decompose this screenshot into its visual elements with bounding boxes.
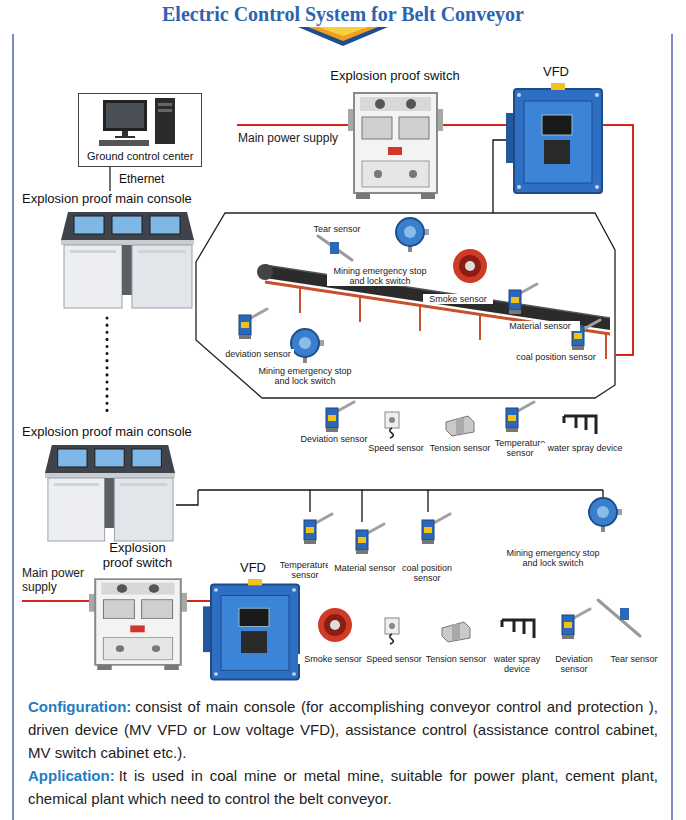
node-label: Ground control center bbox=[87, 150, 193, 163]
component-label: water spray device bbox=[491, 654, 543, 674]
component-label: Tear sensor bbox=[307, 224, 367, 234]
ground-control-box: Ground control center bbox=[78, 93, 202, 167]
device-label: VFD bbox=[500, 64, 612, 79]
section-text: It is used in coal mine or metal mine, s… bbox=[28, 767, 658, 807]
signal-wires bbox=[176, 140, 603, 522]
page-frame bbox=[13, 34, 672, 820]
connector bbox=[470, 124, 500, 126]
power-wires bbox=[22, 125, 633, 601]
device-image bbox=[89, 574, 187, 670]
component-label: Tension sensor bbox=[425, 443, 495, 453]
device-label: Explosion proof main console bbox=[22, 424, 222, 439]
component-label: Speed sensor bbox=[366, 443, 426, 453]
description-paragraph: Application:It is used in coal mine or m… bbox=[28, 764, 658, 810]
device-label: Explosion proof switch bbox=[96, 540, 180, 570]
component-label: coal position sensor bbox=[397, 563, 457, 583]
device-image bbox=[504, 83, 609, 199]
component-label: Smoke sensor bbox=[423, 294, 493, 304]
device-symbol bbox=[506, 83, 602, 193]
component-label: Smoke sensor bbox=[298, 654, 368, 664]
console-link-dots bbox=[107, 318, 108, 412]
device-image bbox=[44, 443, 176, 543]
device-symbol bbox=[61, 212, 194, 308]
explosion-proof-switch: Explosion proof switch bbox=[85, 540, 190, 670]
device-symbol bbox=[203, 579, 299, 680]
component-label: Temperature sensor bbox=[276, 560, 334, 580]
component-label: Deviation sensor bbox=[548, 654, 600, 674]
sensor-region-outline bbox=[196, 213, 615, 398]
device-symbol bbox=[45, 445, 175, 541]
component-label: coal position sensor bbox=[508, 352, 604, 362]
component-label: Tension sensor bbox=[423, 654, 489, 664]
diagram-title: Electric Control System for Belt Conveyo… bbox=[0, 2, 686, 26]
description-paragraph: Configuration:consist of main console (f… bbox=[28, 695, 658, 764]
device-image bbox=[60, 210, 195, 310]
component-label: Tear sensor bbox=[609, 654, 659, 664]
vfd-cabinet: VFD bbox=[500, 64, 612, 199]
component-label: Deviation sensor bbox=[294, 434, 374, 444]
connector bbox=[190, 600, 198, 602]
main-console: Explosion proof main console bbox=[22, 424, 222, 543]
component-label: Mining emergency stop and lock switch bbox=[327, 266, 433, 286]
connector bbox=[109, 167, 110, 191]
device-symbol bbox=[89, 579, 187, 670]
component-label: deviation sensor bbox=[222, 349, 294, 359]
device-image bbox=[201, 579, 306, 685]
component-label: Mining emergency stop and lock switch bbox=[252, 366, 358, 386]
section-keyword: Configuration: bbox=[28, 698, 131, 715]
sensor-icons bbox=[239, 218, 640, 644]
device-image bbox=[95, 98, 185, 148]
device-label: Explosion proof switch bbox=[320, 68, 470, 83]
component-label: water spray device bbox=[540, 443, 630, 453]
component-label: Material sensor bbox=[500, 321, 580, 331]
device-symbol bbox=[99, 98, 175, 146]
component-label: Speed sensor bbox=[364, 654, 424, 664]
component-label: Main power supply bbox=[238, 131, 348, 145]
component-label: Material sensor bbox=[328, 563, 403, 573]
component-label: Main power supply bbox=[22, 566, 94, 594]
connector-label: Ethernet bbox=[118, 172, 165, 186]
device-symbol bbox=[348, 93, 443, 199]
device-label: Explosion proof main console bbox=[22, 191, 222, 206]
main-console: Explosion proof main console bbox=[22, 191, 222, 310]
title-chevron bbox=[298, 27, 388, 46]
section-keyword: Application: bbox=[28, 767, 115, 784]
device-image bbox=[348, 87, 443, 199]
component-label: Mining emergency stop and lock switch bbox=[500, 548, 606, 568]
